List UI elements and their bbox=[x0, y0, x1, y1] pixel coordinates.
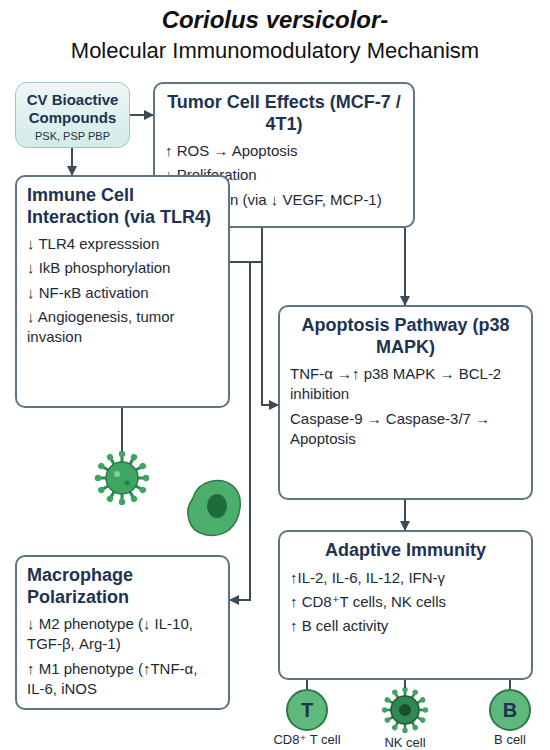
box-bullet: ↑ CD8⁺T cells, NK cells bbox=[290, 592, 521, 612]
leader-line bbox=[261, 228, 263, 262]
virus-illustration bbox=[95, 451, 149, 505]
cell-letter: T bbox=[301, 699, 313, 722]
box-subtext: PSK, PSP PBP bbox=[22, 130, 123, 142]
connector-arrow bbox=[230, 262, 278, 405]
box-bullet: ↑ M1 phenotype (↑TNF-α, IL-6, iNOS bbox=[27, 659, 218, 700]
box-bullet: ↓ IkB phosphorylation bbox=[27, 258, 218, 278]
connector-arrow bbox=[404, 228, 406, 305]
cell-circle: BB cell bbox=[489, 689, 531, 731]
box-bullet: ↓ NF-κB activation bbox=[27, 283, 218, 303]
box-heading: Tumor Cell Effects (MCF-7 / 4T1) bbox=[165, 92, 403, 135]
box-bullet: Caspase-9 → Caspase-3/7 → Apoptosis bbox=[290, 409, 521, 450]
box-bullet: ↑ B cell activity bbox=[290, 616, 521, 636]
box-heading: Apoptosis Pathway (p38 MAPK) bbox=[290, 315, 521, 358]
diagram-title: Coriolus versicolor- bbox=[0, 6, 550, 34]
box-bullet: ↓ TLR4 expresssion bbox=[27, 234, 218, 254]
subtitle-label: Molecular Immunomodulatory Mechanism bbox=[0, 38, 550, 64]
box-bullet: TNF-α →↑ p38 MAPK → BCL-2 inhibition bbox=[290, 364, 521, 405]
box-heading: CV Bioactive Compounds bbox=[22, 91, 123, 127]
box-bullet: ↓ Angiogenesis, tumor invasion bbox=[27, 307, 218, 348]
leader-line bbox=[121, 408, 123, 452]
nk-cell-symbol: NK cell bbox=[383, 688, 427, 732]
cell-letter: B bbox=[503, 699, 517, 722]
connector-line bbox=[404, 680, 406, 688]
box-heading: Adaptive Immunity bbox=[290, 540, 521, 562]
process-box: Adaptive Immunity ↑IL-2, IL-6, IL-12, IFN… bbox=[278, 530, 533, 680]
connector-arrow bbox=[71, 148, 73, 175]
process-box: Immune Cell Interaction (via TLR4) ↓ TLR4… bbox=[15, 175, 230, 408]
cell-circle: TCD8⁺ T cell bbox=[286, 689, 328, 731]
process-box: Apoptosis Pathway (p38 MAPK) TNF-α →↑ p38… bbox=[278, 305, 533, 500]
cell-caption: B cell bbox=[494, 732, 526, 747]
box-heading: Macrophage Polarization bbox=[27, 565, 218, 608]
macrophage-illustration bbox=[188, 481, 240, 536]
box-bullet: ↑ ROS → Apoptosis bbox=[165, 141, 403, 161]
nk-cell-shape bbox=[383, 688, 427, 732]
connector-arrow bbox=[230, 262, 250, 600]
process-box: Macrophage Polarization ↓ M2 phenotype (↓… bbox=[15, 555, 230, 710]
connector-arrow bbox=[404, 500, 406, 530]
source-box: CV Bioactive CompoundsPSK, PSP PBP bbox=[15, 82, 130, 148]
box-bullet: ↓ M2 phenotype (↓ IL-10, TGF-β, Arg-1) bbox=[27, 614, 218, 655]
cell-caption: CD8⁺ T cell bbox=[273, 732, 340, 747]
connector-line bbox=[509, 680, 511, 689]
box-bullet: ↑IL-2, IL-6, IL-12, IFN-γ bbox=[290, 568, 521, 588]
box-heading: Immune Cell Interaction (via TLR4) bbox=[27, 185, 218, 228]
connector-arrow bbox=[130, 114, 153, 116]
connector-line bbox=[306, 680, 308, 689]
cell-caption: NK cell bbox=[384, 735, 425, 750]
